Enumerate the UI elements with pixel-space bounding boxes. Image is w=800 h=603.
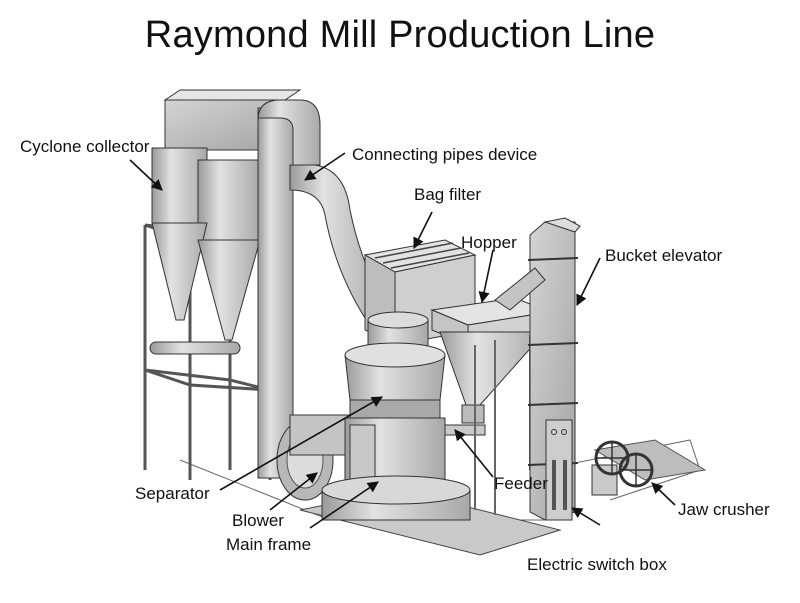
arrow-cyclone-collector — [129, 159, 163, 191]
arrow-connecting-pipes — [304, 152, 346, 181]
label-main-frame: Main frame — [226, 535, 312, 554]
label-hopper: Hopper — [461, 233, 517, 252]
label-connecting-pipes-device: Connecting pipes device — [352, 145, 538, 164]
arrow-bag-filter — [413, 211, 433, 250]
arrow-main-frame — [309, 481, 379, 529]
arrow-blower — [269, 472, 318, 511]
jaw-crusher — [591, 439, 707, 496]
raymond-mill — [321, 311, 471, 521]
cyclone-collector — [149, 89, 302, 355]
label-cyclone-collector: Cyclone collector — [20, 137, 150, 156]
label-jaw-crusher: Jaw crusher — [678, 500, 770, 519]
label-bag-filter: Bag filter — [414, 185, 482, 204]
arrow-hopper — [478, 249, 494, 304]
label-feeder: Feeder — [494, 474, 548, 493]
label-bucket-elevator: Bucket elevator — [605, 246, 723, 265]
label-arrows — [129, 152, 676, 529]
label-blower: Blower — [232, 511, 284, 530]
diagram-title: Raymond Mill Production Line — [144, 14, 656, 56]
arrow-feeder — [454, 429, 494, 478]
return-air-pipe — [257, 99, 321, 479]
feeder — [444, 424, 486, 436]
arrow-electric-switch-box — [571, 507, 601, 526]
arrow-bucket-elevator — [576, 257, 601, 307]
arrow-separator — [219, 396, 383, 491]
label-separator: Separator — [135, 484, 210, 503]
arrow-jaw-crusher — [651, 482, 676, 506]
label-electric-switch-box: Electric switch box — [527, 555, 667, 574]
electric-switch-box — [545, 419, 573, 521]
